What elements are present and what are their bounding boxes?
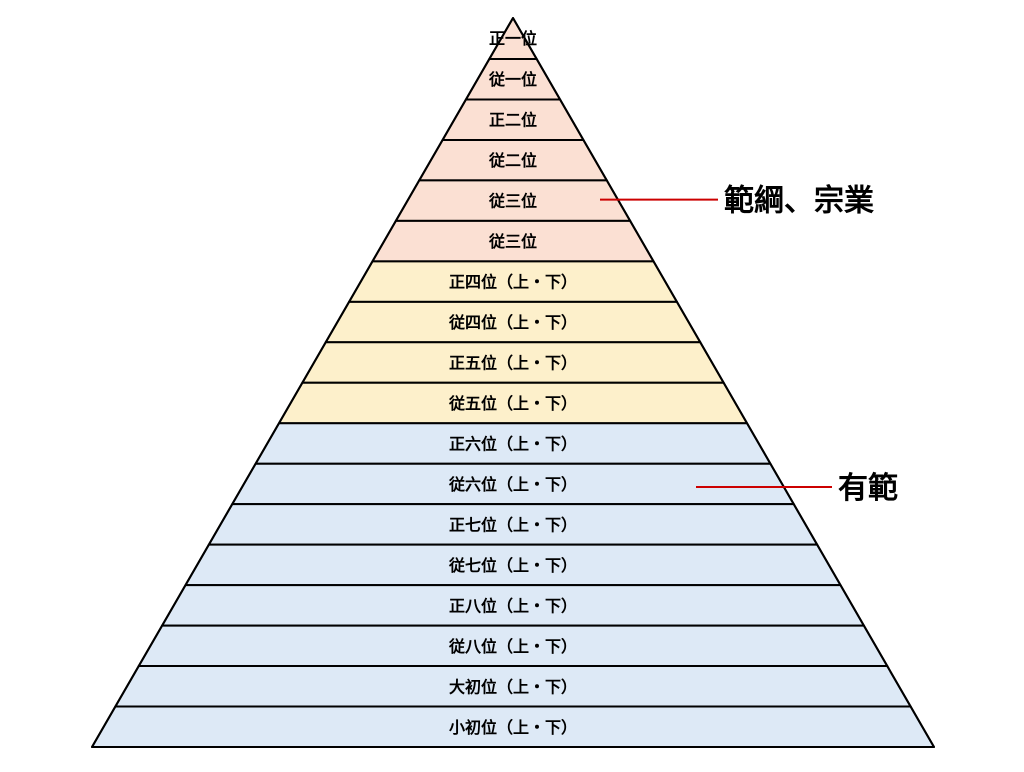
rank-label: 従二位 [488, 151, 537, 170]
rank-label: 正二位 [489, 111, 537, 130]
rank-label: 正六位（上・下） [449, 434, 577, 453]
rank-label: 従三位 [488, 192, 537, 211]
rank-label: 小初位（上・下） [449, 718, 577, 737]
rank-bands [91, 17, 935, 748]
group-label: 範綱、宗業 [724, 184, 874, 219]
rank-label: 正四位（上・下） [449, 273, 577, 292]
rank-label: 大初位（上・下） [449, 677, 577, 696]
rank-label: 正八位（上・下） [449, 596, 577, 615]
rank-label: 正七位（上・下） [449, 515, 577, 534]
group-label: 有範 [838, 471, 898, 506]
rank-label: 従四位（上・下） [448, 313, 577, 332]
pyramid-outline [91, 17, 935, 748]
rank-label: 従八位（上・下） [448, 637, 577, 656]
rank-label: 正一位 [489, 29, 537, 48]
rank-label: 従一位 [488, 70, 537, 89]
rank-label: 従七位（上・下） [448, 556, 577, 575]
rank-label: 従六位（上・下） [448, 475, 577, 494]
rank-label: 従三位 [488, 232, 537, 251]
rank-label: 従五位（上・下） [448, 394, 577, 413]
rank-labels: 正一位従一位正二位従二位従三位従三位正四位（上・下）従四位（上・下）正五位（上・… [448, 29, 577, 737]
rank-label: 正五位（上・下） [449, 354, 577, 373]
